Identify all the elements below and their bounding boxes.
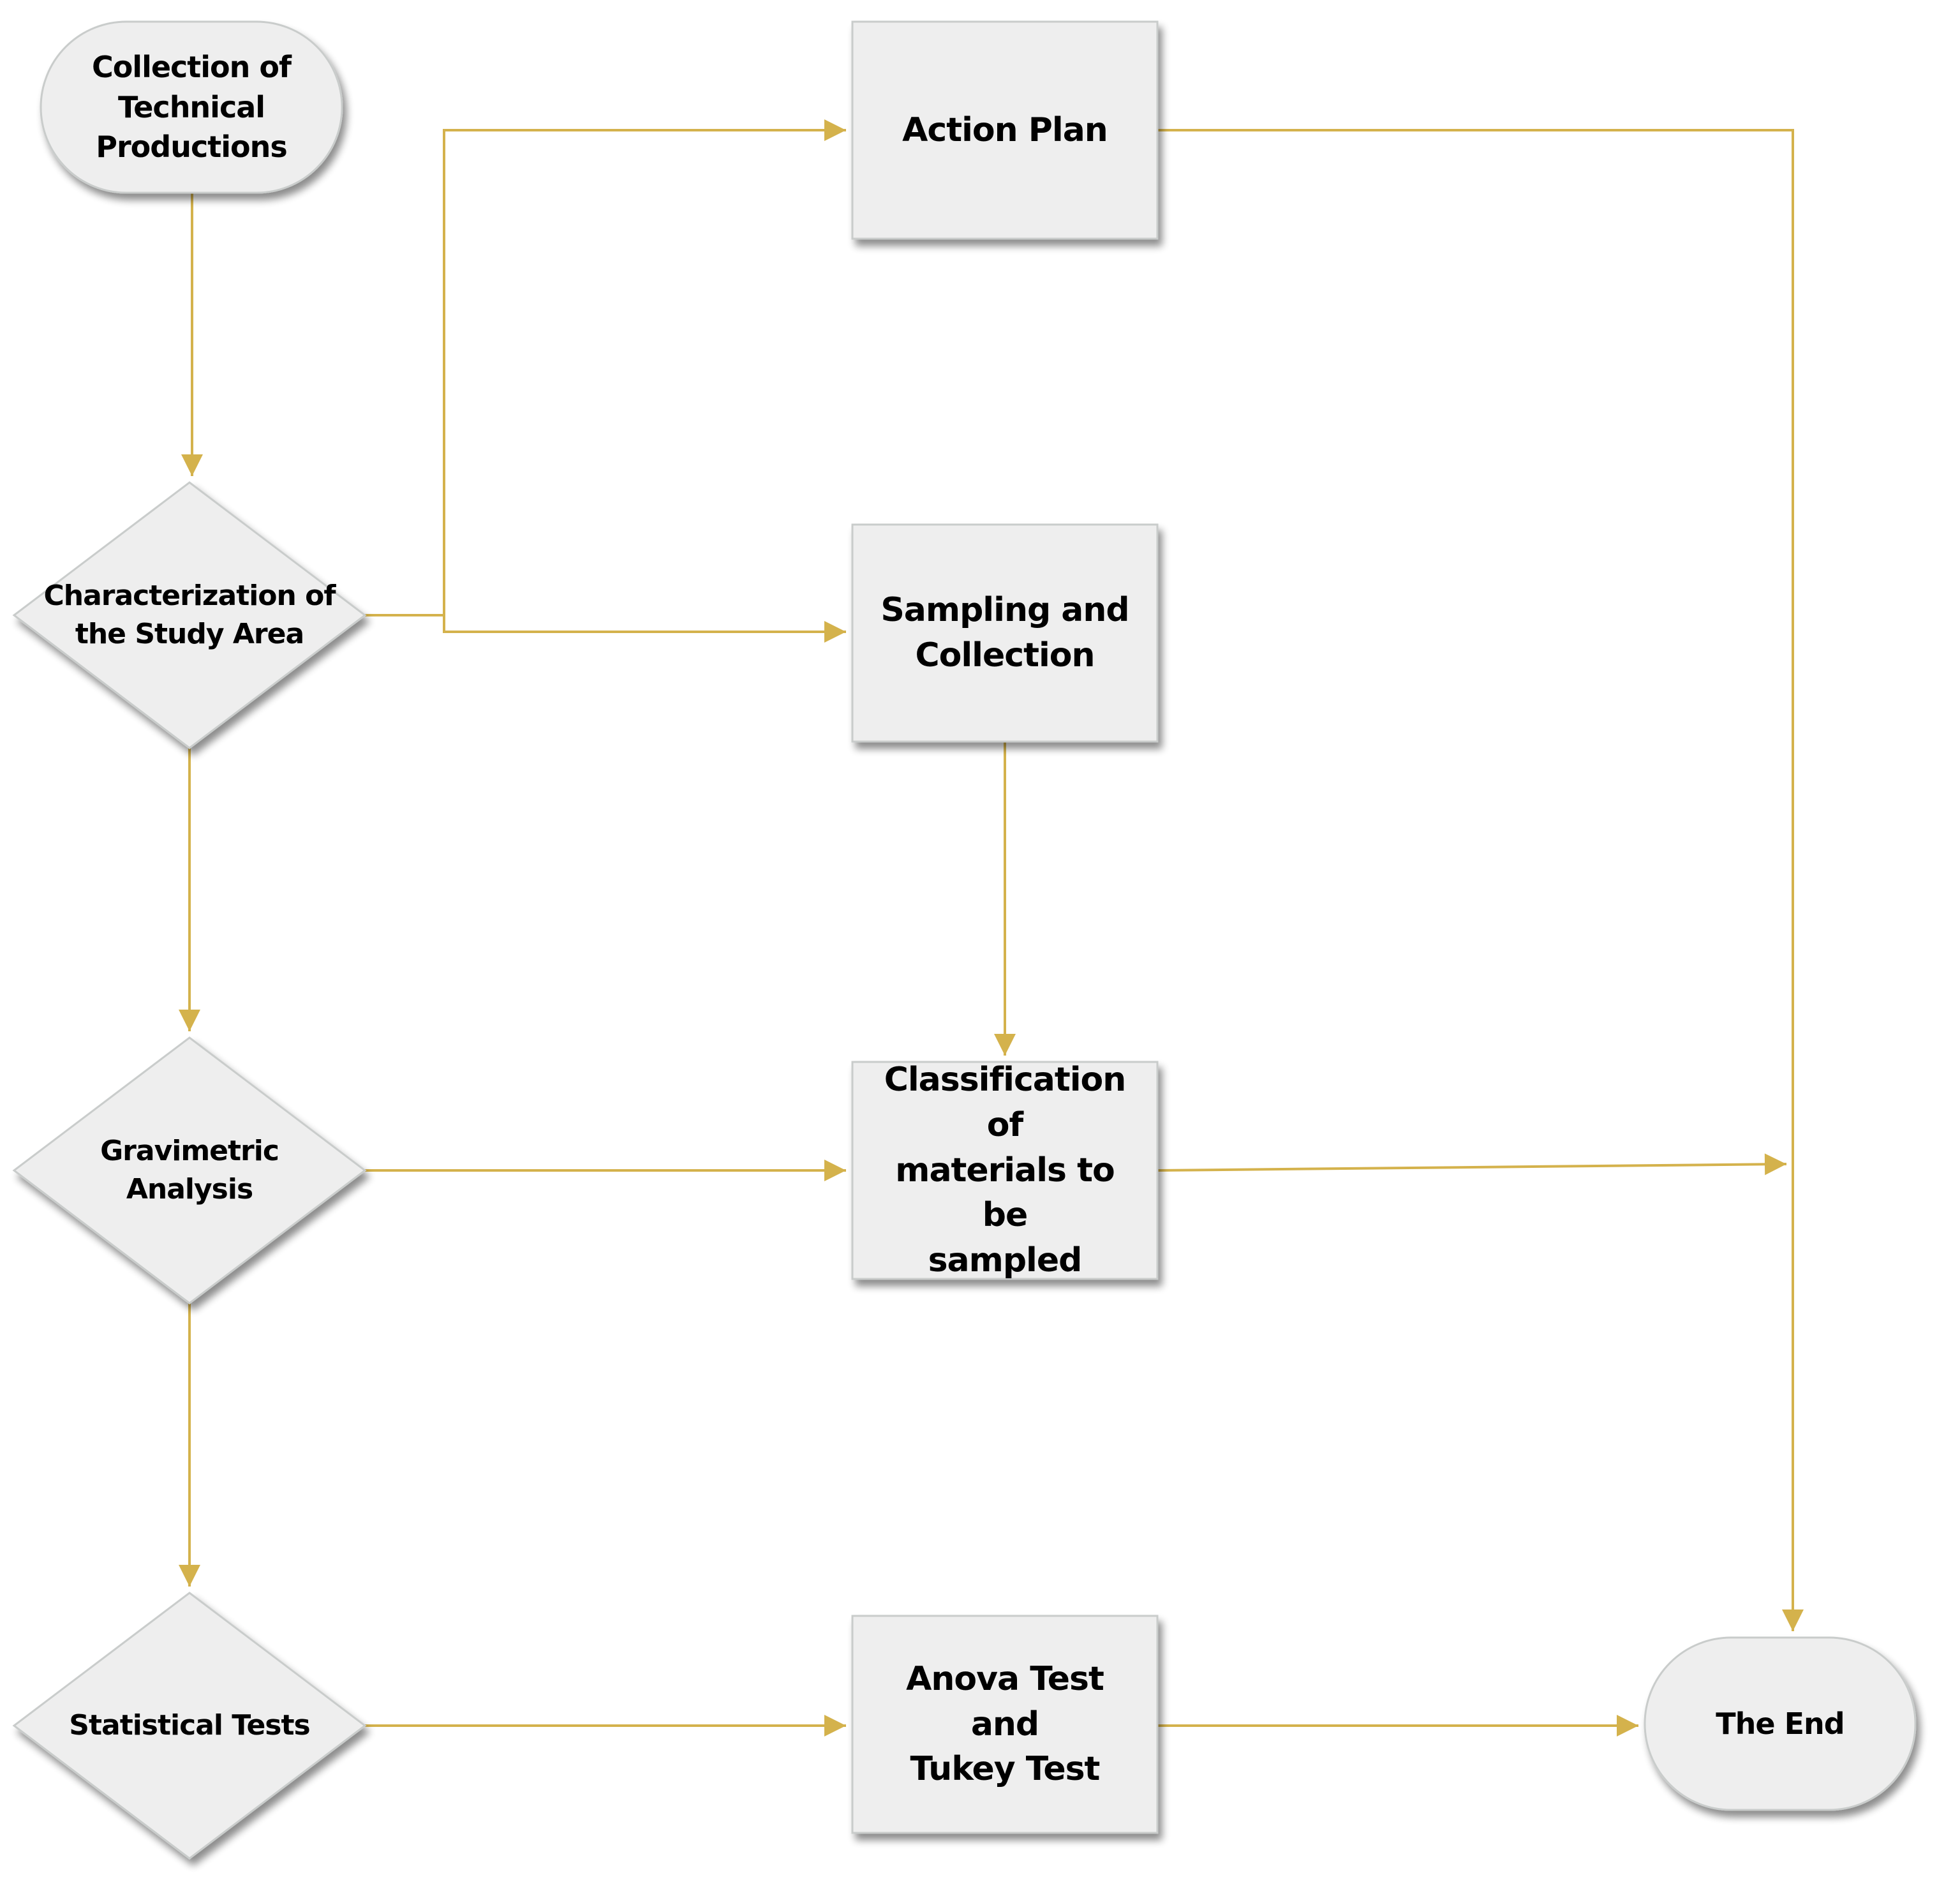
- node-gravimetric-shape: [12, 1036, 367, 1304]
- node-collection-shape: [40, 20, 343, 194]
- node-classification-shape: [851, 1061, 1159, 1280]
- arrowhead-icon: [1782, 1609, 1804, 1631]
- arrowhead-icon: [824, 119, 846, 141]
- edge-gravimetric-to-classification: [365, 1160, 846, 1181]
- edge-characterization-to-gravimetric: [179, 748, 200, 1031]
- arrowhead-icon: [179, 1010, 200, 1031]
- connector-line: [365, 129, 846, 616]
- edge-statistical-to-anova: [365, 1715, 846, 1736]
- edge-action-plan-to-the-end: [1157, 129, 1804, 1631]
- arrowhead-icon: [824, 1160, 846, 1181]
- connector-line: [1157, 1163, 1787, 1172]
- node-characterization-shape: [12, 481, 367, 749]
- node-the-end-shape: [1644, 1636, 1917, 1811]
- label-line: the Study Area: [75, 618, 304, 650]
- arrowhead-icon: [181, 454, 203, 476]
- label-line: Anova Test and: [906, 1659, 1104, 1744]
- label-line: sampled: [928, 1241, 1083, 1280]
- label-line: Characterization of: [43, 579, 336, 613]
- label-line: Collection: [915, 636, 1095, 675]
- node-action-plan-label: Action Plan: [871, 22, 1140, 239]
- arrowhead-icon: [1764, 1153, 1786, 1176]
- label-line: Productions: [96, 130, 287, 165]
- label-line: Classification of: [884, 1061, 1127, 1144]
- edge-anova-to-the-end: [1157, 1715, 1638, 1736]
- edge-characterization-to-sampling: [443, 615, 846, 643]
- edge-sampling-to-classification: [994, 742, 1016, 1056]
- label-line: Technical: [117, 89, 265, 124]
- node-action-plan-shape: [851, 20, 1159, 240]
- connector-line: [443, 615, 846, 633]
- nodes-layer: [12, 20, 1917, 1860]
- label-line: Tukey Test: [910, 1750, 1101, 1789]
- node-characterization-label: Characterization of the Study Area: [42, 482, 337, 748]
- label-line: Sampling and: [880, 591, 1129, 630]
- label-line: Action Plan: [902, 110, 1108, 149]
- arrowhead-icon: [179, 1565, 200, 1587]
- connector-line: [1157, 129, 1794, 1631]
- node-statistical-tests-label: Statistical Tests: [42, 1593, 337, 1858]
- connectors-layer: [179, 119, 1804, 1736]
- node-the-end-label: The End: [1661, 1638, 1899, 1810]
- label-line: materials to be: [895, 1151, 1115, 1235]
- arrowhead-icon: [994, 1034, 1016, 1056]
- edge-gravimetric-to-statistical: [179, 1303, 200, 1587]
- edge-collection-to-characterization: [181, 193, 203, 476]
- arrowhead-icon: [824, 1715, 846, 1736]
- arrowhead-icon: [1617, 1715, 1638, 1736]
- edge-classification-to-the-end: [1157, 1153, 1787, 1176]
- node-statistical-shape: [12, 1592, 367, 1860]
- node-gravimetric-analysis-label: Gravimetric Analysis: [42, 1038, 337, 1303]
- label-line: Gravimetric Analysis: [100, 1135, 279, 1206]
- node-anova-shape: [851, 1615, 1159, 1834]
- label-line: The End: [1716, 1706, 1845, 1741]
- node-sampling-shape: [851, 523, 1159, 743]
- edge-characterization-to-action-plan: [365, 119, 846, 616]
- label-line: Collection of: [91, 50, 292, 85]
- arrowhead-icon: [824, 621, 846, 643]
- label-line: Statistical Tests: [69, 1709, 310, 1742]
